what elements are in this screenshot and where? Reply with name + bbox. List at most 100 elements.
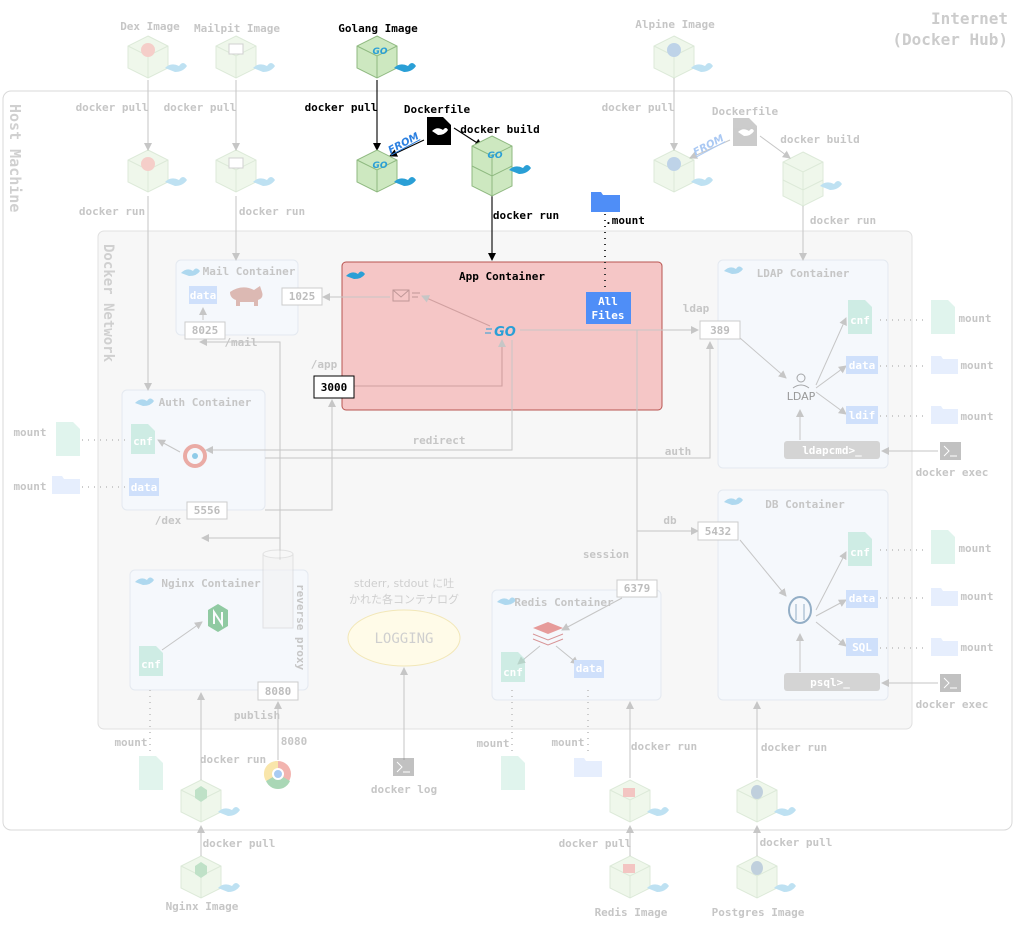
auth-container-whale-icon <box>135 398 154 406</box>
port-8080 <box>257 681 299 701</box>
svg-text:docker pull: docker pull <box>203 837 276 850</box>
svg-text:publish: publish <box>234 709 280 722</box>
golang-local-image-cube: GO <box>356 149 416 193</box>
ldap-cnf-mount-file <box>931 300 955 334</box>
svg-text:SQL: SQL <box>852 641 872 654</box>
svg-text:mount: mount <box>114 736 147 749</box>
nginx-cnf-file <box>139 646 163 676</box>
mail-container-title: Mail Container <box>203 265 296 278</box>
dex-logo-icon <box>183 444 207 468</box>
svg-text:data: data <box>576 662 603 675</box>
internet-zone-label: Internet <box>931 9 1008 28</box>
app-container-title: App Container <box>459 270 545 283</box>
all-files-box <box>586 292 631 324</box>
alpine-local-image-cube <box>653 149 713 193</box>
mail-send-icon <box>392 289 420 302</box>
svg-text:ldapcmd>_: ldapcmd>_ <box>802 444 862 457</box>
redis-logo-icon <box>532 622 564 646</box>
svg-text:mount: mount <box>476 737 509 750</box>
nginx-cnf-arrow <box>161 621 203 651</box>
auth-data-folder <box>129 478 159 496</box>
svg-text:GO: GO <box>494 325 516 340</box>
svg-text:data: data <box>190 289 217 302</box>
svg-text:docker pull: docker pull <box>164 101 237 114</box>
postgres-image-cube <box>736 855 796 899</box>
svg-text:5432: 5432 <box>705 525 732 538</box>
svg-text:8025: 8025 <box>192 324 219 337</box>
svg-text:docker build: docker build <box>780 133 859 146</box>
port-1025 <box>281 287 323 306</box>
db-cnf-arrow <box>815 551 847 611</box>
svg-text:GO: GO <box>372 161 387 171</box>
redis-container-title: Redis Container <box>514 596 614 609</box>
svg-text:Dockerfile: Dockerfile <box>404 103 471 116</box>
svg-text:docker run: docker run <box>493 209 559 222</box>
postgres-logo-icon <box>788 596 812 624</box>
svg-text:session: session <box>583 548 629 561</box>
svg-text:auth: auth <box>665 445 692 458</box>
psql-console <box>784 673 880 691</box>
svg-text:LOGGING: LOGGING <box>374 631 433 647</box>
auth-ldap-arrow <box>265 341 714 459</box>
svg-text:mount: mount <box>958 312 991 325</box>
svg-text:psql>_: psql>_ <box>810 676 850 689</box>
redis-6379-arrow <box>561 597 623 631</box>
alpine-image-cube <box>653 35 713 79</box>
auth-cnf-mount-file <box>56 422 80 456</box>
ldap-container-whale-icon <box>724 266 743 274</box>
nginx-container-title: Nginx Container <box>161 577 261 590</box>
db-cnf-file <box>848 532 872 566</box>
ldap-container-title: LDAP Container <box>757 267 850 280</box>
db-5432-logo-arrow <box>739 539 787 597</box>
host-machine-zone <box>2 90 1013 831</box>
browser-icon <box>263 760 291 790</box>
svg-text:3000: 3000 <box>321 381 348 394</box>
svg-text:docker run: docker run <box>239 205 305 218</box>
svg-text:All: All <box>598 295 618 308</box>
mailpit-image-cube <box>215 35 275 79</box>
svg-text:stderr, stdout に吐: stderr, stdout に吐 <box>354 577 454 590</box>
svg-text:cnf: cnf <box>141 658 161 671</box>
svg-text:ldif: ldif <box>849 409 876 422</box>
alpine-image-label: Alpine Image <box>635 18 715 31</box>
dockerfile-icon <box>427 117 451 145</box>
ldap-ldif-folder <box>846 406 878 424</box>
svg-text:8080: 8080 <box>281 735 308 748</box>
svg-text:Dockerfile: Dockerfile <box>712 105 779 118</box>
logging-ellipse <box>347 609 461 667</box>
ldap-data-folder <box>846 356 878 374</box>
db-sql-mount-folder <box>931 638 958 656</box>
db-sql-arrow <box>815 621 847 647</box>
svg-text:cnf: cnf <box>133 435 153 448</box>
svg-text:docker pull: docker pull <box>559 837 632 850</box>
dockerfile-from-arrow <box>389 139 425 157</box>
ldap-terminal-icon <box>940 442 961 460</box>
svg-text:docker run: docker run <box>761 741 827 754</box>
svg-text:docker run: docker run <box>631 740 697 753</box>
log-terminal-icon <box>393 758 414 776</box>
db-container-title: DB Container <box>765 498 845 511</box>
redis-container-box <box>491 589 662 701</box>
dex-image-label: Dex Image <box>120 20 180 33</box>
auth-logo-cnf-arrow <box>157 439 181 453</box>
svg-text:docker log: docker log <box>371 783 437 796</box>
svg-text:/mail: /mail <box>224 336 257 349</box>
port-6379 <box>616 579 658 598</box>
proxy-mail-arrow <box>199 338 281 560</box>
svg-text:docker pull: docker pull <box>76 101 149 114</box>
go-to-mail-arrow <box>421 295 491 327</box>
alpine-from-arrow <box>689 139 731 159</box>
redirect-arrow <box>205 340 513 454</box>
svg-text:data: data <box>131 481 158 494</box>
db-cnf-mount-file <box>931 530 955 564</box>
ldap-ldif-arrow <box>815 391 847 415</box>
svg-text:mount: mount <box>958 542 991 555</box>
ldap-ldif-mount-folder <box>931 406 958 424</box>
postgres-local-image-cube <box>736 779 796 823</box>
svg-text:1025: 1025 <box>289 290 316 303</box>
svg-text:389: 389 <box>710 324 730 337</box>
svg-text:docker run: docker run <box>200 753 266 766</box>
ldap-image-stack <box>782 151 842 207</box>
ldap-cnf-file <box>848 300 872 334</box>
ldap-389-logo-arrow <box>739 337 787 379</box>
